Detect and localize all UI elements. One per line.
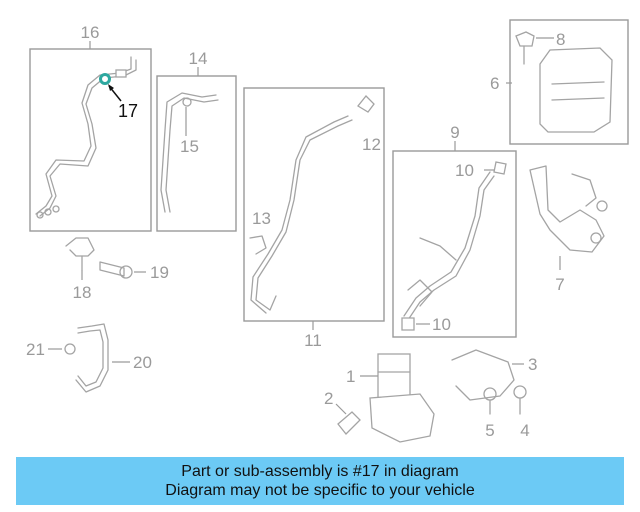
group-14-box	[156, 75, 237, 232]
callout-1: 1	[346, 367, 355, 386]
group-9-hose	[392, 141, 517, 338]
callout-21: 21	[26, 340, 45, 359]
part-7-bracket	[529, 165, 608, 270]
group-6-box	[509, 19, 629, 145]
callout-6: 6	[490, 74, 499, 93]
part-1-pump	[335, 349, 527, 443]
group-6-reservoir	[506, 19, 629, 145]
callout-10-bottom: 10	[432, 315, 451, 334]
banner-line-1: Part or sub-assembly is #17 in diagram	[181, 463, 459, 480]
callout-12: 12	[362, 135, 381, 154]
callout-19: 19	[150, 263, 169, 282]
callout-11: 11	[304, 331, 322, 350]
callout-2: 2	[324, 389, 333, 408]
part-20-hose	[48, 323, 130, 393]
group-11-box	[243, 87, 385, 322]
callout-4: 4	[520, 421, 529, 440]
callout-17[interactable]: 17	[118, 101, 138, 121]
callout-10-top: 10	[455, 161, 474, 180]
part-18-clamp	[65, 237, 146, 280]
callout-7: 7	[555, 275, 564, 294]
callout-14: 14	[189, 49, 208, 68]
callout-16: 16	[81, 23, 100, 42]
callout-8: 8	[556, 30, 565, 49]
group-16-hose	[29, 41, 152, 232]
parts-diagram: 16 17 14 15 13 12 11 8 6 9 10 10 7 18 19…	[26, 19, 629, 443]
callout-5: 5	[485, 421, 494, 440]
group-11-pipe	[243, 87, 385, 330]
callout-20: 20	[133, 353, 152, 372]
part-17-seal[interactable]	[99, 73, 111, 85]
info-banner: Part or sub-assembly is #17 in diagram D…	[16, 457, 624, 505]
callout-15: 15	[180, 137, 199, 156]
group-14-hose	[156, 67, 237, 232]
callout-9: 9	[450, 123, 459, 142]
callout-3: 3	[528, 355, 537, 374]
banner-line-2: Diagram may not be specific to your vehi…	[165, 482, 475, 499]
callout-13: 13	[252, 209, 271, 228]
callout-18: 18	[73, 283, 92, 302]
